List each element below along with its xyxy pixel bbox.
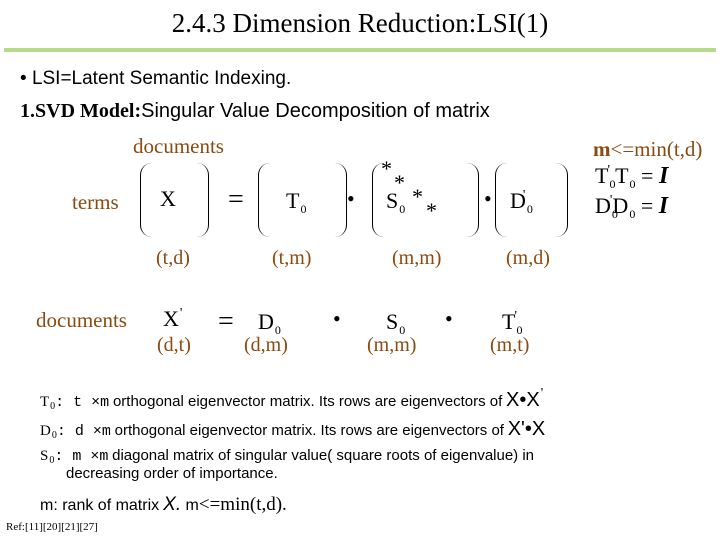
matrix-t0: T0	[286, 188, 307, 216]
matrix-d0: D0	[258, 309, 281, 337]
rank-definition: m: rank of matrix X. m<=min(t,d).	[40, 494, 287, 515]
dim-t0-prime: (m,t)	[490, 334, 530, 356]
dim-d0: (d,m)	[244, 334, 288, 356]
slide-title: 2.4.3 Dimension Reduction:LSI(1)	[171, 8, 549, 38]
definition-t0: T0: t ×m orthogonal eigenvector matrix. …	[40, 386, 544, 412]
star-mark: *	[394, 170, 405, 195]
reference-citation: Ref:[11][20][21][27]	[6, 521, 98, 533]
dim-x-prime: (d,t)	[157, 334, 191, 356]
matrix-d0-bracket-right	[555, 163, 568, 237]
svd-heading: 1.SVD Model:Singular Value Decomposition…	[20, 100, 490, 123]
title-underline	[4, 48, 716, 52]
dot-operator-3: •	[333, 306, 341, 331]
matrix-x-bracket-left	[140, 163, 153, 237]
star-mark: *	[426, 198, 437, 223]
d0-orthogonality: D0'D0 = I	[595, 193, 669, 221]
definition-s0-continued: decreasing order of importance.	[66, 465, 278, 482]
m-definition: m<=min(t,d)	[593, 137, 703, 161]
matrix-x-bracket-right	[196, 163, 209, 237]
matrix-s0-bracket-left	[372, 163, 385, 237]
matrix-d0-bracket-left	[495, 163, 508, 237]
svd-text: Singular Value Decomposition of matrix	[141, 100, 490, 122]
equals-sign-2: =	[218, 306, 234, 337]
dim-s0-row2: (m,m)	[367, 334, 417, 356]
star-mark: *	[412, 184, 423, 209]
dim-t0: (t,m)	[272, 247, 312, 269]
matrix-s0-row2: S0	[386, 309, 406, 337]
star-mark: *	[381, 156, 392, 181]
dim-x: (t,d)	[156, 247, 190, 269]
dim-s0: (m,m)	[392, 247, 442, 269]
bullet-mark: •	[20, 68, 27, 89]
terms-label: terms	[72, 190, 119, 214]
bullet-line: • LSI=Latent Semantic Indexing.	[20, 68, 291, 90]
matrix-x: X	[160, 186, 176, 211]
matrix-x-prime: X'	[163, 306, 183, 331]
matrix-d0-prime: D0'	[510, 188, 533, 216]
dim-d0-prime: (m,d)	[506, 247, 550, 269]
dot-operator-2: •	[484, 186, 492, 211]
matrix-t0-bracket-left	[258, 163, 271, 237]
matrix-t0-bracket-right	[334, 163, 347, 237]
svd-label: 1.SVD Model:	[20, 100, 142, 122]
bullet-text: LSI=Latent Semantic Indexing.	[31, 68, 292, 89]
matrix-s0: S0	[386, 188, 406, 216]
matrix-t0-prime: T0'	[502, 309, 523, 337]
definition-d0: D0: d ×m orthogonal eigenvector matrix. …	[40, 418, 546, 441]
t0-orthogonality: T0' T0 = I	[595, 163, 669, 191]
matrix-s0-bracket-right	[466, 163, 479, 237]
documents-label-top: documents	[133, 134, 224, 158]
equals-sign-1: =	[228, 184, 244, 215]
dot-operator-4: •	[445, 306, 453, 331]
definition-s0: S0: m ×m diagonal matrix of singular val…	[40, 447, 535, 466]
documents-label-bottom: documents	[36, 308, 127, 332]
dot-operator-1: •	[347, 186, 355, 211]
